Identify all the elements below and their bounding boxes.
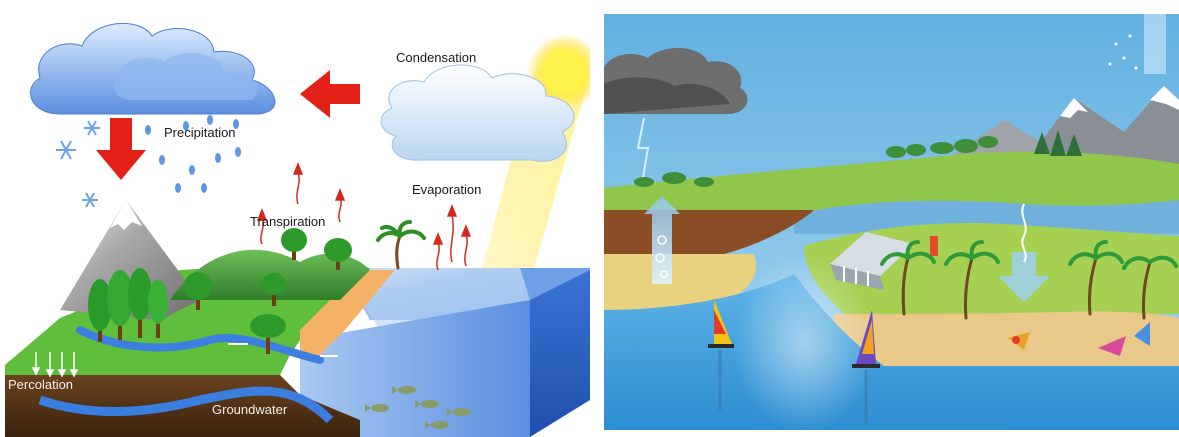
percolation-arrows-icon [31, 352, 79, 378]
ocean-block [300, 268, 590, 437]
umbrella-icon [1008, 322, 1150, 356]
tree-icon [634, 130, 1082, 187]
raindrops-icon [145, 115, 241, 193]
cloud-icon [30, 22, 276, 115]
sailboat-icon [852, 310, 880, 424]
soil-layer [5, 375, 360, 437]
river [76, 326, 324, 364]
evaporation-label: Evaporation [412, 182, 481, 197]
infiltration-arrow-icon [998, 203, 1050, 302]
precipitation-label: Precipitation [164, 125, 236, 140]
groundwater-label: Groundwater [212, 402, 288, 417]
water-cycle-diagram-right [604, 14, 1179, 430]
vapor-arrows-icon [256, 161, 472, 271]
cloud-icon [380, 64, 575, 162]
tree-icon [88, 228, 352, 354]
river-back [794, 200, 1179, 234]
fish-icon [365, 386, 471, 429]
beach-right [833, 311, 1179, 366]
light-shaft [1144, 14, 1166, 74]
sun-icon [475, 34, 590, 300]
sailboat-icon [708, 300, 734, 410]
palm-icon [376, 220, 426, 270]
condensation-label: Condensation [396, 50, 476, 65]
water-cycle-landscape [604, 14, 1179, 430]
transpiration-label: Transpiration [250, 214, 325, 229]
palm-icon [880, 240, 1178, 320]
dam-icon [830, 232, 938, 290]
storm-cloud-icon [604, 47, 748, 185]
beach [604, 254, 756, 310]
water-cycle-diagram-left: Condensation Precipitation Transpiration… [5, 22, 590, 437]
sparkle-icon [1108, 34, 1138, 70]
condensation-arrow-icon [300, 70, 360, 118]
water-cycle-illustration: Condensation Precipitation Transpiration… [5, 22, 590, 437]
percolation-label: Percolation [8, 377, 73, 392]
precipitation-arrow-icon [96, 118, 146, 180]
evaporation-arrow-icon [644, 196, 680, 284]
snowflake-icon [56, 120, 100, 208]
